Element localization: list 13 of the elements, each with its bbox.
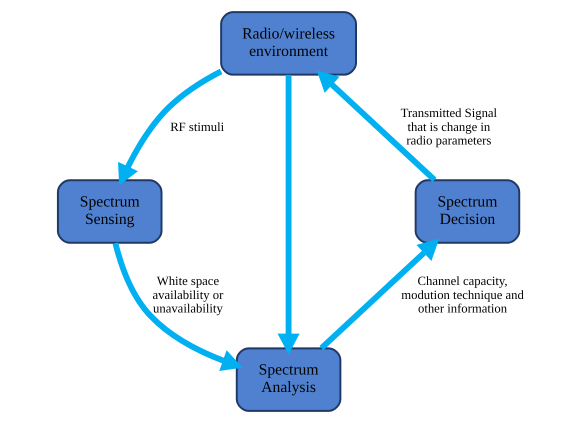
edge-label: RF stimuli xyxy=(170,120,224,134)
arrow xyxy=(278,74,300,355)
arrow xyxy=(319,238,440,350)
arrow xyxy=(118,68,222,186)
node-box: Spectrum Analysis xyxy=(236,347,342,412)
edge-label: Channel capacity, modution technique and other information xyxy=(401,274,524,316)
edge-label: Transmitted Signal that is change in radio parameters xyxy=(400,106,498,148)
node-box: Radio/wireless environment xyxy=(220,11,357,76)
arrow xyxy=(316,70,437,182)
edge-label: White space availability or unavailability xyxy=(152,274,224,316)
arrow xyxy=(112,242,243,371)
node-box: Spectrum Decision xyxy=(414,179,520,244)
node-box: Spectrum Sensing xyxy=(56,179,162,244)
